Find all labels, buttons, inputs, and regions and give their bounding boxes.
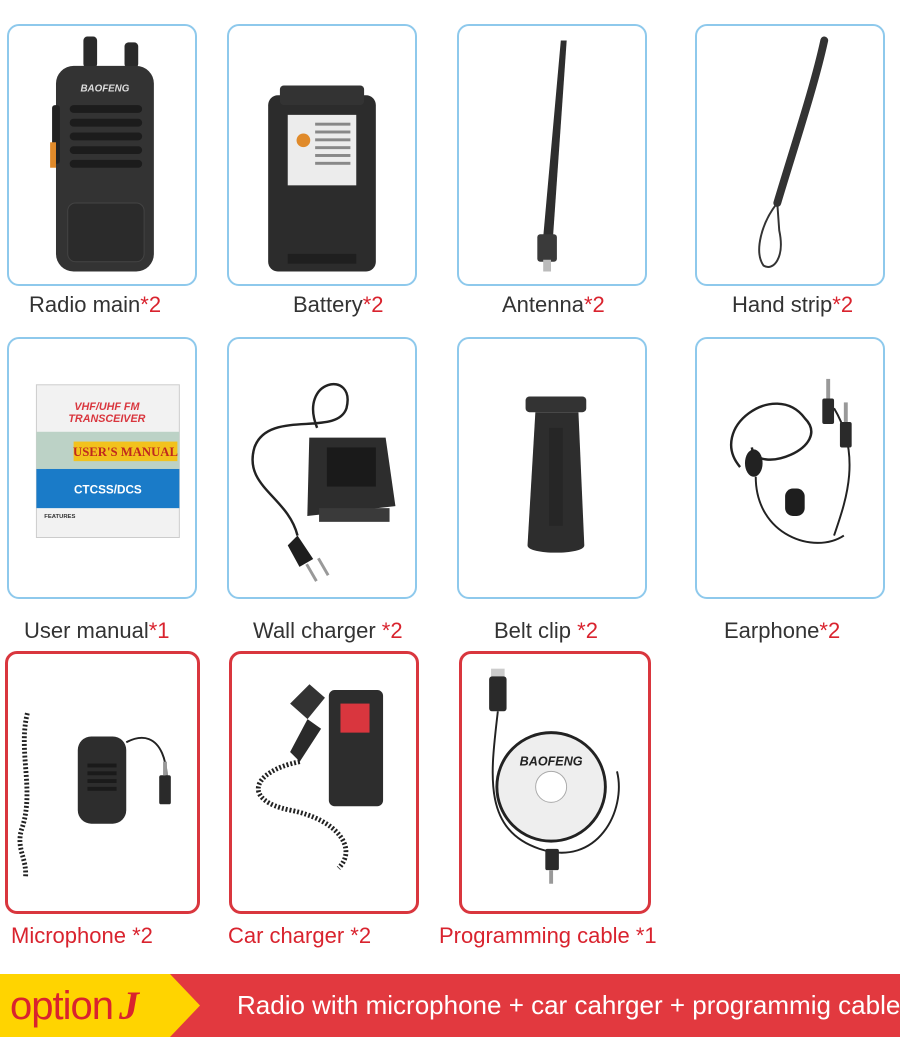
svg-text:BAOFENG: BAOFENG	[520, 755, 583, 769]
earphone-card	[695, 337, 885, 599]
antenna-card	[457, 24, 647, 286]
microphone-image	[17, 712, 171, 879]
radio-image: BAOFENG	[50, 36, 154, 272]
radio-main-card: BAOFENG	[7, 24, 197, 286]
user-manual-image: VHF/UHF FM TRANSCEIVER USER'S MANUAL CTC…	[35, 384, 180, 538]
belt-clip-card	[457, 337, 647, 599]
wall-charger-image	[251, 383, 396, 582]
item-label-user-manual: User manual*1	[24, 618, 170, 643]
belt-clip-image	[525, 396, 587, 553]
banner-red-bar	[150, 974, 900, 1037]
option-letter: J	[118, 983, 139, 1028]
car-charger-card	[229, 651, 419, 914]
svg-text:USER'S MANUAL: USER'S MANUAL	[73, 445, 178, 459]
option-description: Radio with microphone + car cahrger + pr…	[237, 990, 900, 1020]
user-manual-card: VHF/UHF FM TRANSCEIVER USER'S MANUAL CTC…	[7, 337, 197, 599]
battery-image	[268, 85, 376, 272]
item-label-antenna: Antenna*2	[502, 292, 605, 317]
item-label-battery: Battery*2	[293, 292, 384, 317]
svg-text:VHF/UHF FM: VHF/UHF FM	[74, 401, 140, 413]
item-label-wall-charger: Wall charger *2	[253, 618, 403, 643]
svg-text:FEATURES: FEATURES	[44, 514, 75, 520]
battery-card	[227, 24, 417, 286]
wall-charger-card	[227, 337, 417, 599]
car-charger-image	[256, 684, 384, 870]
option-label-microphone: Microphone *2	[11, 923, 153, 948]
banner-yellow-tab	[0, 974, 200, 1037]
hand-strip-image	[758, 36, 829, 268]
item-label-belt-clip: Belt clip *2	[494, 618, 598, 643]
option-label-car-charger: Car charger *2	[228, 923, 372, 948]
programming-cable-card: BAOFENG	[459, 651, 651, 914]
antenna-image	[537, 40, 567, 272]
earphone-image	[730, 378, 852, 544]
microphone-card	[5, 651, 200, 914]
item-label-radio-main: Radio main*2	[29, 292, 162, 317]
svg-text:TRANSCEIVER: TRANSCEIVER	[68, 413, 145, 425]
item-label-earphone: Earphone*2	[724, 618, 841, 643]
item-label-hand-strip: Hand strip*2	[732, 292, 854, 317]
svg-text:CTCSS/DCS: CTCSS/DCS	[74, 483, 142, 496]
hand-strip-card	[695, 24, 885, 286]
programming-cable-image: BAOFENG	[489, 668, 620, 884]
svg-text:BAOFENG: BAOFENG	[81, 83, 130, 94]
option-word: option	[10, 984, 114, 1028]
option-label-programming-cable: Programming cable *1	[439, 923, 657, 948]
